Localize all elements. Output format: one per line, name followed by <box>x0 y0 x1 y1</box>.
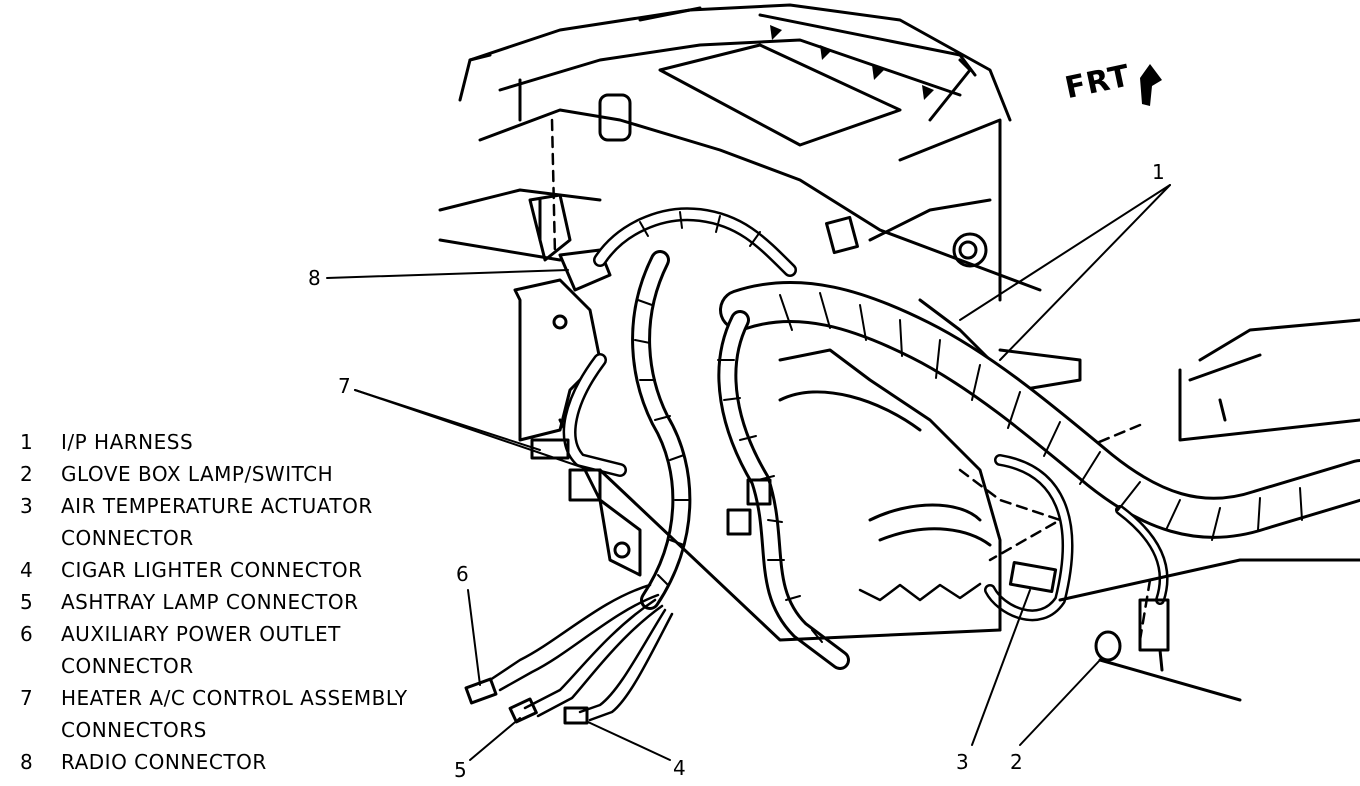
legend-number: 1 <box>20 430 34 454</box>
legend-number: 4 <box>20 558 34 582</box>
radio-bracket <box>513 193 642 577</box>
legend-label: HEATER A/C CONTROL ASSEMBLY <box>61 686 408 710</box>
callout-1: 1 <box>1152 160 1165 184</box>
legend-number: 8 <box>20 750 34 774</box>
legend-number: 2 <box>20 462 34 486</box>
legend-label: CONNECTOR <box>61 526 194 550</box>
connectors <box>464 93 1170 725</box>
legend-label: CONNECTOR <box>61 654 194 678</box>
callout-8: 8 <box>308 266 321 290</box>
legend-number: 7 <box>20 686 34 710</box>
legend-number: 3 <box>20 494 34 518</box>
legend-number: 5 <box>20 590 34 614</box>
callout-leaders <box>326 184 1171 761</box>
callout-4: 4 <box>673 756 686 780</box>
legend-label: AUXILIARY POWER OUTLET <box>61 622 341 646</box>
lower-dash-panel <box>598 318 1360 702</box>
callout-5: 5 <box>454 758 467 782</box>
legend-label: ASHTRAY LAMP CONNECTOR <box>61 590 359 614</box>
legend-label: CONNECTORS <box>61 718 207 742</box>
front-direction-arrow-icon <box>1140 64 1162 106</box>
legend-label: AIR TEMPERATURE ACTUATOR <box>61 494 373 518</box>
branch-wires <box>488 583 674 722</box>
legend-label: RADIO CONNECTOR <box>61 750 267 774</box>
callout-3: 3 <box>956 750 969 774</box>
legend-label: GLOVE BOX LAMP/SWITCH <box>61 462 334 486</box>
vent-markers <box>770 25 934 100</box>
callout-2: 2 <box>1010 750 1023 774</box>
legend-label: I/P HARNESS <box>61 430 194 454</box>
legend-number: 6 <box>20 622 34 646</box>
dashboard-frame <box>438 3 1082 392</box>
callout-6: 6 <box>456 562 469 586</box>
callout-7: 7 <box>338 374 351 398</box>
legend-label: CIGAR LIGHTER CONNECTOR <box>61 558 363 582</box>
